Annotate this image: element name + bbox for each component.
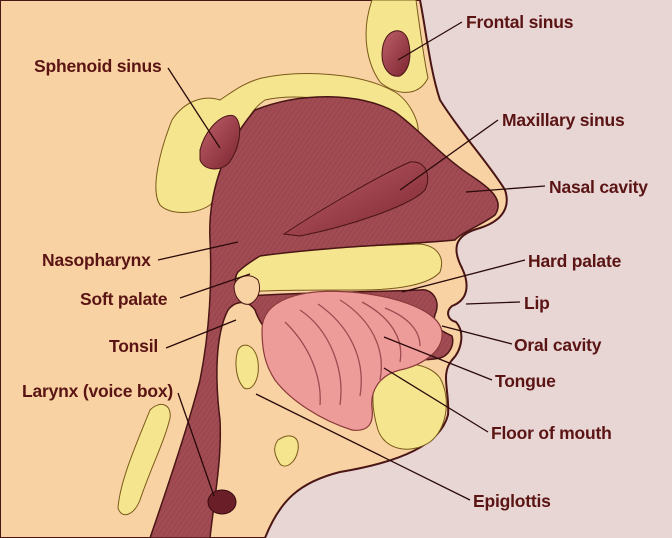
label-lip: Lip: [524, 293, 550, 313]
label-oral-cavity: Oral cavity: [514, 335, 602, 355]
label-sphenoid-sinus: Sphenoid sinus: [34, 56, 162, 76]
label-maxillary-sinus: Maxillary sinus: [502, 110, 625, 130]
label-hard-palate: Hard palate: [528, 251, 622, 271]
frontal-sinus-shape: [382, 31, 410, 77]
label-larynx: Larynx (voice box): [22, 381, 173, 401]
label-floor-of-mouth: Floor of mouth: [491, 423, 612, 443]
label-nasal-cavity: Nasal cavity: [549, 177, 648, 197]
label-tongue: Tongue: [495, 371, 556, 391]
label-frontal-sinus: Frontal sinus: [466, 12, 574, 32]
label-nasopharynx: Nasopharynx: [42, 250, 151, 270]
larynx-shape: [208, 490, 236, 514]
label-epiglottis: Epiglottis: [473, 491, 551, 511]
label-tonsil: Tonsil: [109, 336, 158, 356]
label-soft-palate: Soft palate: [80, 289, 168, 309]
